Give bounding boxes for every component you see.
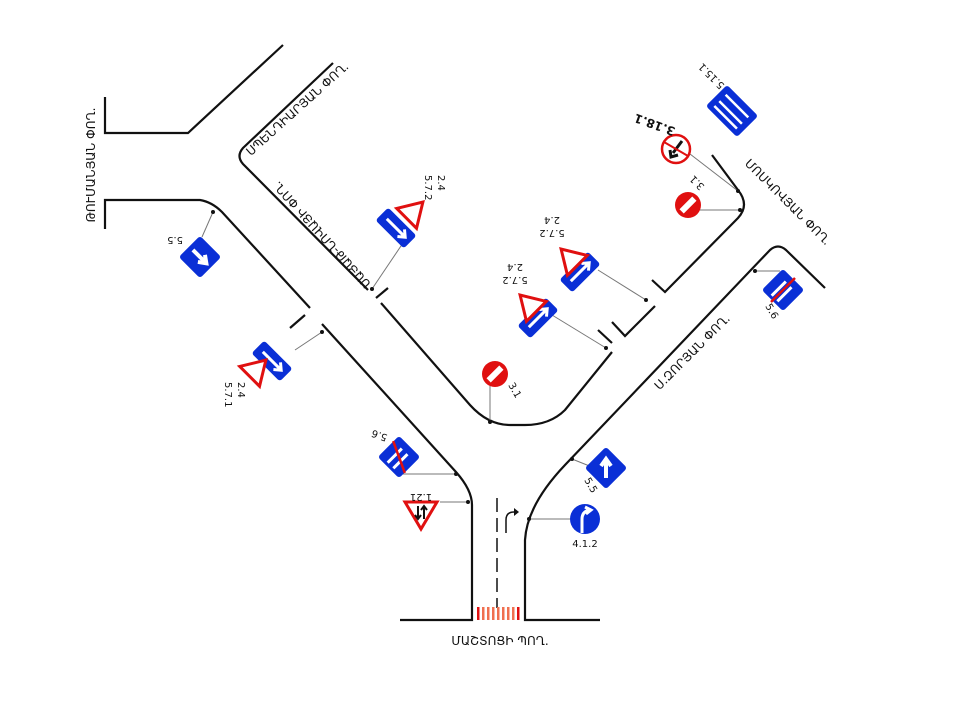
sign-one-way-5-5 xyxy=(586,448,626,488)
sign-turn-right-4-1-2 xyxy=(570,504,600,534)
sign-end-of-lane-5-6 xyxy=(763,270,803,310)
arrow-icon xyxy=(191,248,209,266)
sign-label: 2.4 xyxy=(435,175,446,191)
sign-label: 2.4 xyxy=(235,382,246,398)
crosswalk-stripe xyxy=(492,607,495,620)
lane-markings xyxy=(496,498,519,608)
sign-label: 5.7.2 xyxy=(539,227,564,238)
sign-no-entry-3-1 xyxy=(675,192,701,218)
street-label-mashtots: ՄԱՇՏՈՑԻ ՊՈՂ. xyxy=(451,634,548,648)
crosswalk-stripe xyxy=(512,607,515,620)
crosswalk-stripe xyxy=(517,607,520,620)
sign-label: 1.21 xyxy=(410,491,432,502)
sign-label: 3.1 xyxy=(688,173,707,192)
sign-label: 5.5 xyxy=(167,234,183,245)
sign-one-way-5-7-2 xyxy=(560,252,600,292)
sign-label: 5.6 xyxy=(370,427,389,443)
crosswalk-stripe xyxy=(487,607,490,620)
sign-yield-2-4 xyxy=(236,358,268,390)
sign-label: 2.4 xyxy=(544,214,560,225)
sign-lane-direction-5-15-1 xyxy=(707,86,757,136)
sign-label: 5.15.1 xyxy=(697,60,727,90)
crosswalk-stripe xyxy=(497,607,500,620)
sign-label: 2.4 xyxy=(507,261,523,272)
sign-one-way-5-7-2 xyxy=(518,298,558,338)
crosswalk-stripe xyxy=(507,607,510,620)
sign-end-of-lane-5-6 xyxy=(379,437,419,477)
street-label-zoryan: Ս.ԶՈՐՅԱՆ ՓՈՂ. xyxy=(652,312,733,393)
sign-yield-2-4 xyxy=(393,200,425,232)
street-label-tumanyan: ԹՈՒՄԱՆՅԱՆ ՓՈՂ. xyxy=(84,108,98,223)
sign-label: 5.7.2 xyxy=(422,175,433,200)
yield-triangle-icon xyxy=(393,200,425,232)
sign-one-way-5-7-2 xyxy=(376,208,416,248)
sign-no-entry-3-1 xyxy=(482,361,508,387)
sign-label: 5.7.1 xyxy=(222,382,233,407)
crosswalk-stripe xyxy=(477,607,480,620)
sign-label: 4.1.2 xyxy=(572,539,597,550)
crosswalk-stripe xyxy=(482,607,485,620)
sign-label: 5.7.2 xyxy=(502,274,527,285)
sign-no-left-turn-3-18-1 xyxy=(660,133,692,165)
sign-label: 3.1 xyxy=(505,381,522,400)
sign-two-way-traffic-1-21 xyxy=(402,500,440,532)
street-label-moskovyan: ՄՈՍԿՈՎՅԱՆ ՓՈՂ. xyxy=(742,156,834,248)
crosswalk xyxy=(477,607,520,620)
sign-one-way-5-5 xyxy=(180,237,220,277)
sign-one-way-5-7-1 xyxy=(252,341,292,381)
crosswalk-stripe xyxy=(502,607,505,620)
sign-label: 3.18.1 xyxy=(632,111,677,139)
street-label-spendiaryan: ՍՊԵՆԴԻԱՐՅԱՆ ՓՈՂ. xyxy=(243,59,351,158)
leader-lines xyxy=(201,153,780,521)
sign-yield-2-4 xyxy=(559,247,591,279)
sign-yield-2-4 xyxy=(518,293,550,325)
street-label-sayat-nova: ՍԱՅԱԹ-ՆՈՎԱՅԻ ՓՈՂ. xyxy=(270,179,373,291)
